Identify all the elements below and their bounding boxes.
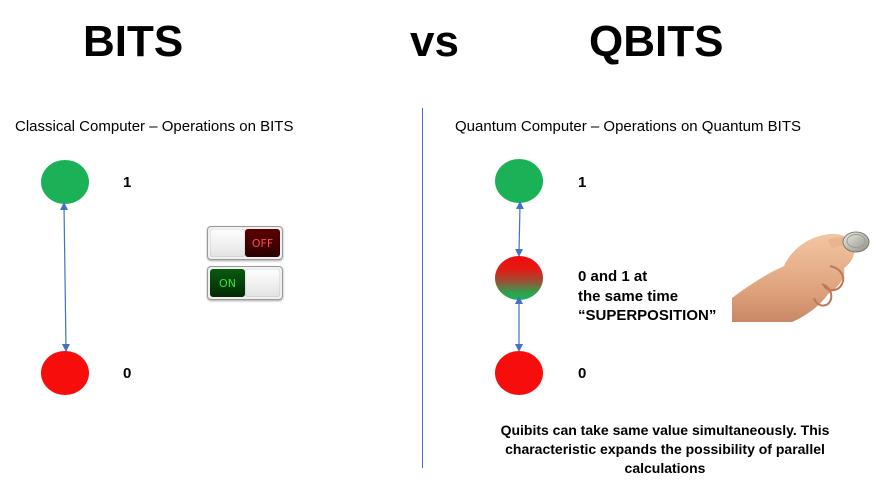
qbits-title: QBITS	[589, 17, 724, 66]
hand-flipping-coin-icon	[732, 231, 870, 322]
quantum-one-state-circle	[495, 159, 543, 203]
superposition-label-line3: “SUPERPOSITION”	[578, 307, 717, 324]
superposition-label-line1: 0 and 1 at	[578, 268, 648, 285]
quantum-zero-label: 0	[578, 365, 587, 382]
classical-one-state-circle	[41, 160, 89, 204]
quantum-note: Quibits can take same value simultaneous…	[500, 422, 830, 476]
quantum-superposition-circle	[495, 256, 543, 300]
switch-off-text: OFF	[245, 229, 280, 257]
bits-title: BITS	[83, 17, 184, 66]
classical-zero-state-circle	[41, 351, 89, 395]
classical-double-arrow	[60, 202, 70, 352]
classical-zero-label: 0	[123, 365, 132, 382]
quantum-one-label: 1	[578, 174, 587, 191]
switch-knob	[245, 269, 280, 297]
quantum-subtitle: Quantum Computer – Operations on Quantum…	[455, 118, 802, 135]
toggle-switch-off: OFF	[207, 226, 283, 260]
center-divider	[422, 108, 423, 468]
superposition-label-line2: the same time	[578, 288, 679, 305]
classical-one-label: 1	[123, 174, 132, 191]
quantum-upper-double-arrow	[515, 201, 524, 257]
quantum-zero-state-circle	[495, 351, 543, 395]
switch-on-text: ON	[210, 269, 245, 297]
switch-knob	[210, 229, 245, 257]
quantum-lower-double-arrow	[515, 296, 523, 352]
vs-title: vs	[410, 17, 459, 66]
classical-subtitle: Classical Computer – Operations on BITS	[15, 118, 294, 135]
toggle-switch-on: ON	[207, 266, 283, 300]
